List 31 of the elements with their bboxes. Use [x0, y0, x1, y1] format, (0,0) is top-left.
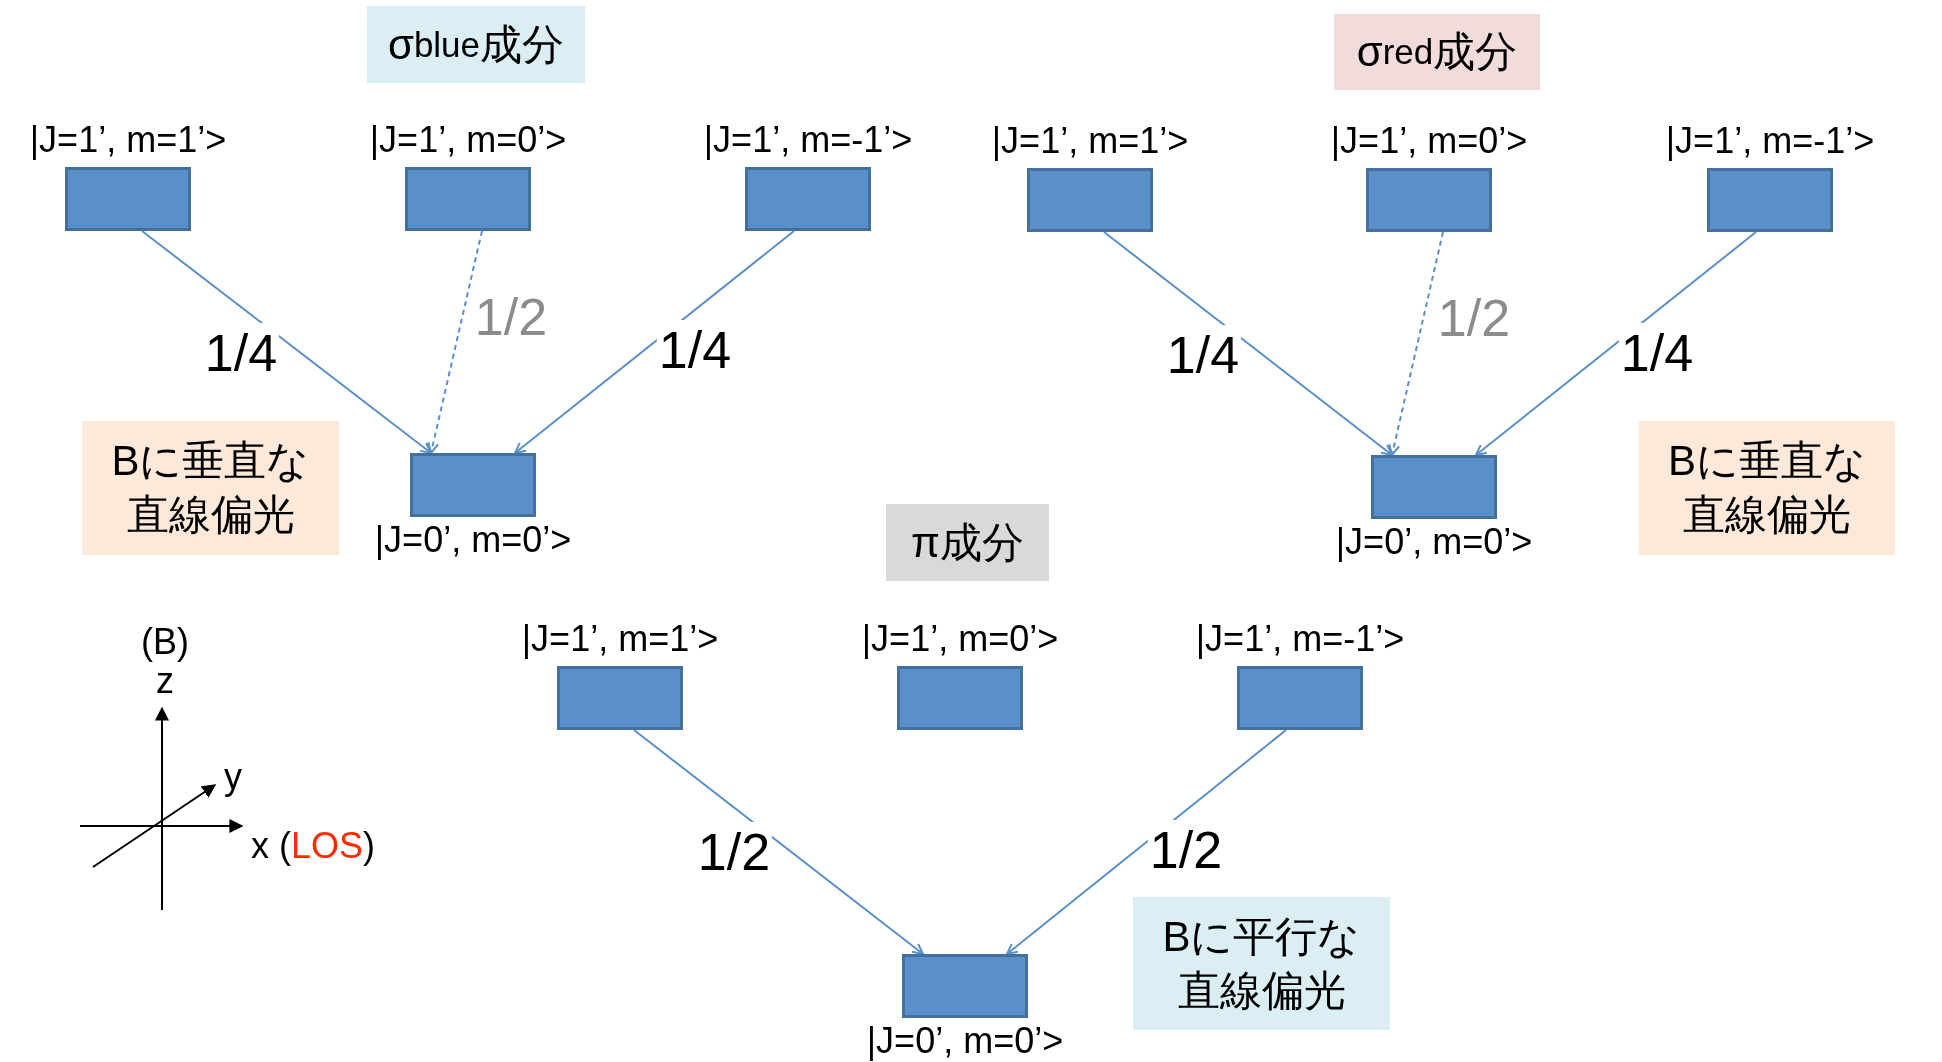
- state-label: |J=1’, m=-1’>: [703, 118, 913, 162]
- note-box: Bに平行な直線偏光: [1133, 897, 1390, 1030]
- state-label: |J=1’, m=-1’>: [1665, 119, 1875, 163]
- state-label: |J=1’, m=-1’>: [1195, 617, 1405, 661]
- arrow: [1475, 231, 1757, 456]
- state-label: |J=0’, m=0’>: [374, 518, 572, 562]
- axis-label: (B): [141, 622, 189, 662]
- note-box: Bに垂直な直線偏光: [82, 421, 339, 555]
- axis-label: LOS: [291, 825, 364, 866]
- arrow: [427, 230, 483, 454]
- arrow: [141, 230, 432, 454]
- state-label: |J=1’, m=1’>: [521, 617, 719, 661]
- axis-label: ): [363, 825, 376, 866]
- axis-label: (: [279, 825, 291, 866]
- axis-label: x: [251, 825, 269, 866]
- arrow: [1006, 729, 1287, 955]
- arrow: [1388, 231, 1444, 456]
- state-label: |J=1’, m=0’>: [1330, 119, 1528, 163]
- axis-label: y: [224, 757, 242, 797]
- state-label: |J=1’, m=0’>: [861, 617, 1059, 661]
- state-label: |J=0’, m=0’>: [866, 1019, 1064, 1062]
- state-label: |J=0’, m=0’>: [1335, 520, 1533, 564]
- arrow: [633, 729, 924, 955]
- note-box: Bに垂直な直線偏光: [1639, 421, 1895, 555]
- state-label: |J=1’, m=1’>: [991, 119, 1189, 163]
- heading-box: π成分: [886, 504, 1049, 581]
- arrow: [1103, 231, 1393, 456]
- state-label: |J=1’, m=0’>: [369, 118, 567, 162]
- axis-label: z: [156, 661, 174, 701]
- arrow: [514, 230, 795, 454]
- state-label: |J=1’, m=1’>: [29, 118, 227, 162]
